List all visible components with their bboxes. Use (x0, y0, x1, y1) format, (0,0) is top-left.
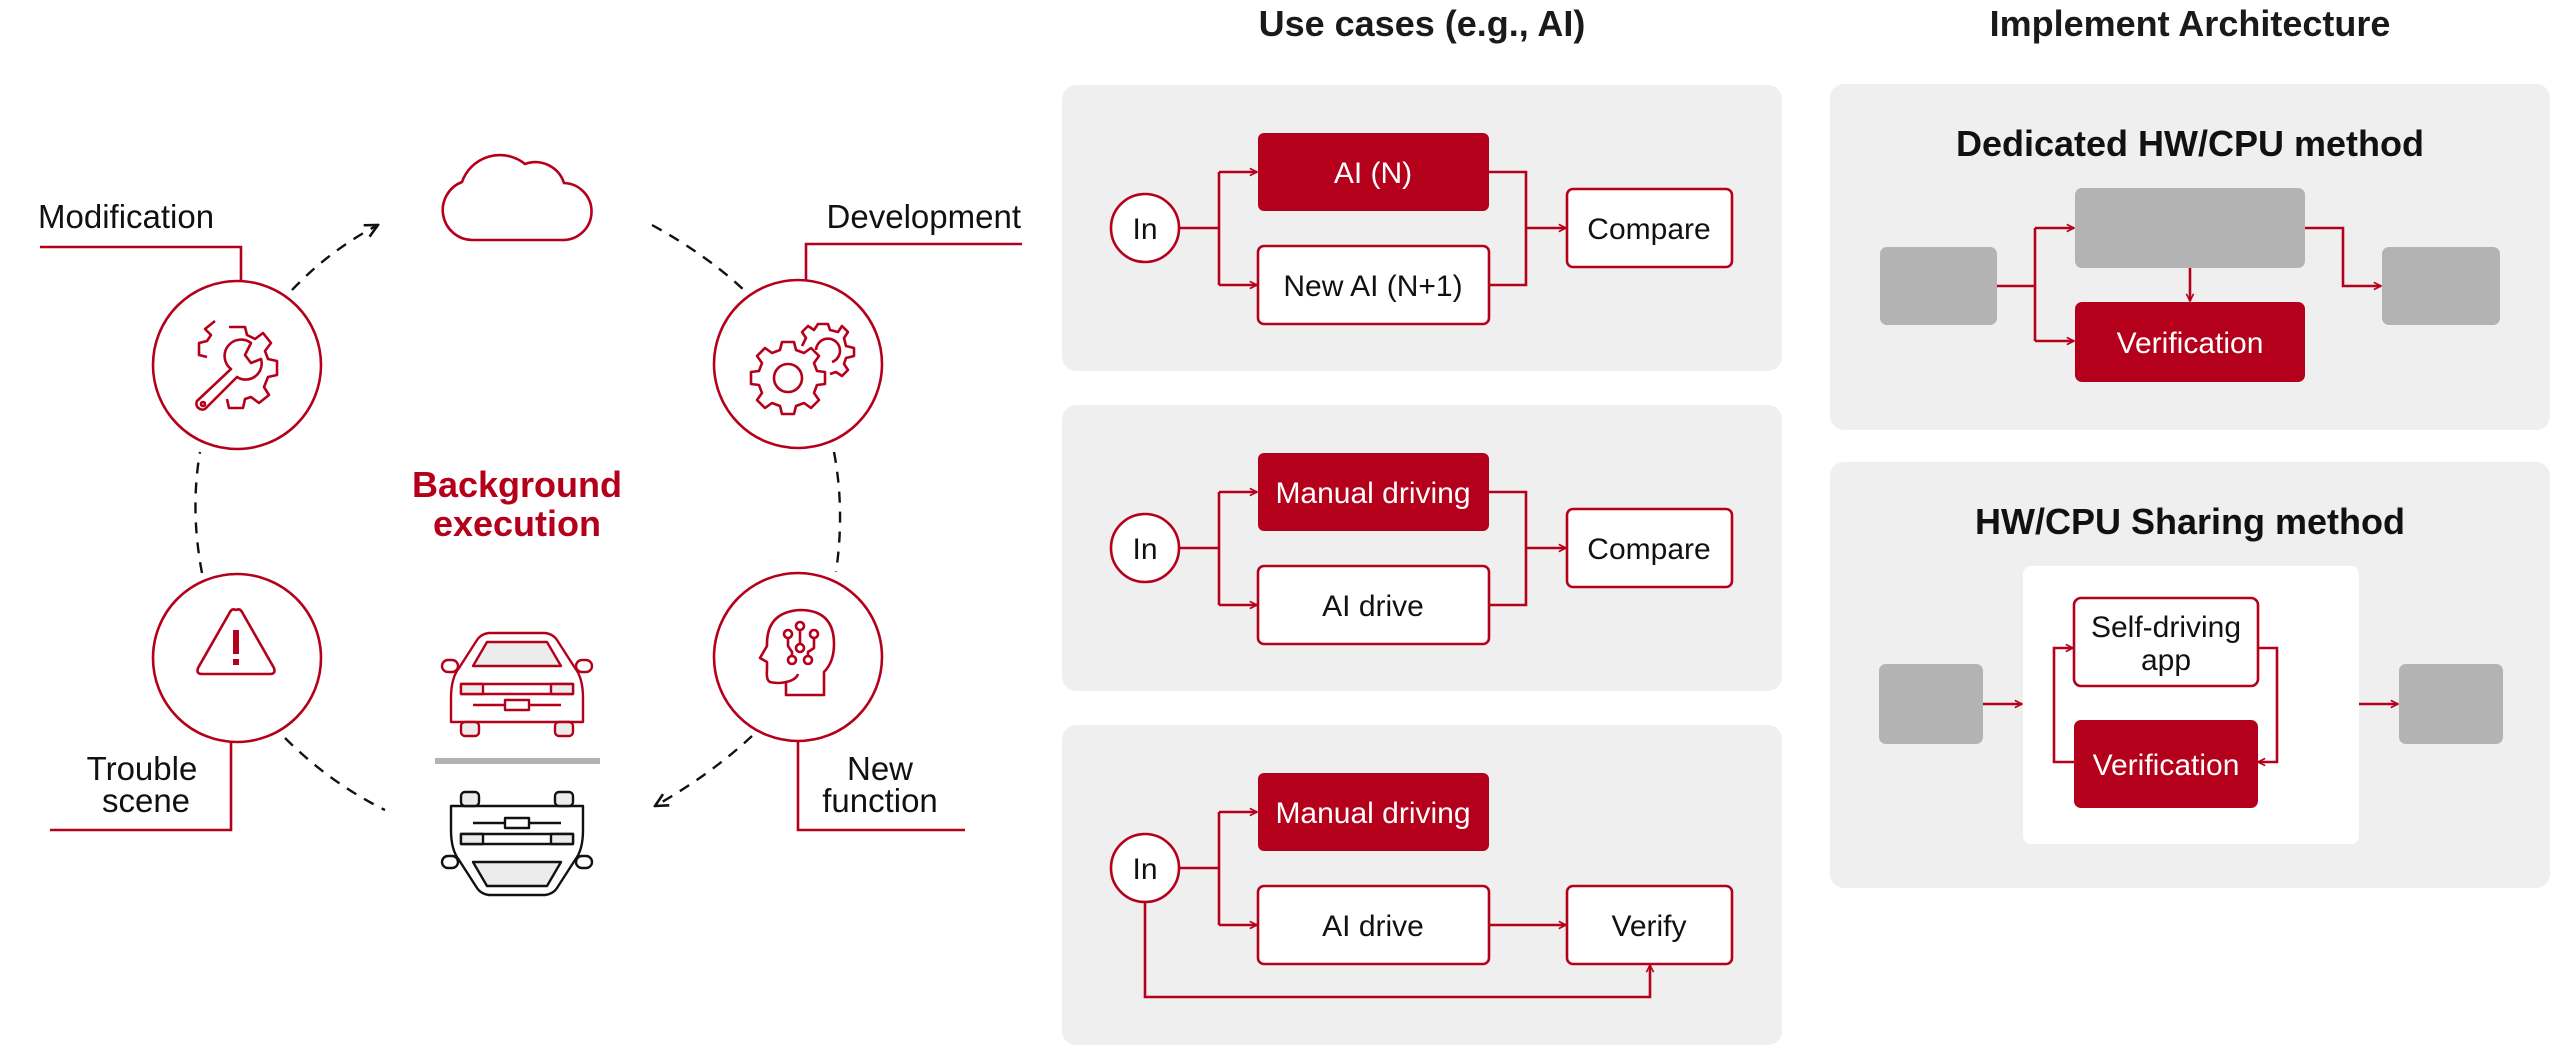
input-placeholder-box (1880, 247, 1997, 325)
input-label: In (1132, 533, 1157, 566)
input-node[interactable]: In (1109, 192, 1181, 264)
leader-line (40, 245, 243, 281)
node-label-line2: function (822, 782, 938, 819)
dashed-line-trouble-to-modification (194, 451, 204, 574)
node-label: Development (827, 198, 1021, 235)
input-placeholder-box (1879, 664, 1983, 744)
bottom-box[interactable]: AI drive (1256, 884, 1491, 966)
top-box-label: AI (N) (1334, 157, 1412, 190)
arch-panel-sharing: HW/CPU Sharing method Self-driving app V… (1830, 462, 2550, 888)
dashed-line-car-to-trouble (284, 737, 386, 812)
ai-head-icon (758, 608, 836, 697)
top-box-label: Manual driving (1275, 797, 1470, 830)
bottom-box-label: AI drive (1322, 910, 1424, 943)
main-hw-placeholder-box (2075, 188, 2305, 268)
app-label-line2: app (2141, 644, 2191, 677)
self-driving-app-box[interactable]: Self-driving app (2072, 596, 2260, 688)
bottom-box-label: AI drive (1322, 590, 1424, 623)
use-case-panel-1: In AI (N) New AI (N+1) Compare (1062, 85, 1782, 371)
panel-title: HW/CPU Sharing method (1975, 501, 2405, 542)
result-box-label: Compare (1587, 213, 1710, 246)
node-modification[interactable]: Modification (38, 198, 323, 451)
result-box[interactable]: Compare (1565, 507, 1734, 589)
car-front-icon (440, 631, 594, 738)
node-circle (151, 279, 323, 451)
node-label-line2: scene (102, 782, 190, 819)
leader-line (50, 742, 233, 832)
result-box[interactable]: Verify (1565, 884, 1734, 966)
connectors (1143, 812, 1650, 999)
wrench-gear-icon (195, 319, 279, 411)
panel-bg (1062, 405, 1782, 691)
dashed-line-cloud-to-development (651, 223, 751, 297)
road-divider (435, 758, 600, 764)
panel-title: Dedicated HW/CPU method (1956, 123, 2424, 164)
use-case-panel-3: In Manual driving AI drive Verify (1062, 725, 1782, 1045)
app-label-line1: Self-driving (2091, 611, 2241, 644)
node-circle (712, 278, 884, 450)
connectors (1179, 172, 1566, 285)
warning-icon (196, 608, 276, 676)
architecture-title: Implement Architecture (1990, 3, 2391, 44)
top-box-label: Manual driving (1275, 477, 1470, 510)
node-development[interactable]: Development (712, 198, 1022, 450)
connectors (1179, 492, 1566, 605)
use-cases-title: Use cases (e.g., AI) (1259, 3, 1586, 44)
node-label: Modification (38, 198, 214, 235)
connectors (1996, 228, 2381, 341)
panel-bg (1062, 85, 1782, 371)
node-new-function[interactable]: New function (712, 571, 965, 832)
bottom-box[interactable]: AI drive (1256, 564, 1491, 646)
connectors (1983, 648, 2398, 762)
output-placeholder-box (2382, 247, 2500, 325)
node-trouble-scene[interactable]: Trouble scene (50, 572, 323, 832)
top-box[interactable]: AI (N) (1258, 133, 1489, 211)
output-placeholder-box (2399, 664, 2503, 744)
node-label-line1: New (847, 750, 913, 787)
input-label: In (1132, 213, 1157, 246)
use-case-panel-2: In Manual driving AI drive Compare (1062, 405, 1782, 691)
center-label-line1: Background (412, 464, 622, 505)
arch-panel-dedicated: Dedicated HW/CPU method Verification (1830, 84, 2550, 430)
bottom-box[interactable]: New AI (N+1) (1256, 244, 1491, 326)
node-circle (151, 572, 323, 744)
leader-line (804, 242, 1022, 281)
top-box[interactable]: Manual driving (1258, 773, 1489, 851)
car-rear-icon (440, 790, 594, 897)
cloud-icon (441, 153, 593, 242)
dashed-arrow-modification-to-cloud (291, 225, 378, 291)
node-circle (712, 571, 884, 743)
result-box[interactable]: Compare (1565, 187, 1734, 269)
top-box[interactable]: Manual driving (1258, 453, 1489, 531)
input-node[interactable]: In (1109, 832, 1181, 904)
gears-icon (749, 322, 856, 416)
leader-line (796, 741, 965, 832)
input-node[interactable]: In (1109, 512, 1181, 584)
node-label-line1: Trouble (87, 750, 198, 787)
dashed-arrow-newfunction-to-car (655, 735, 753, 806)
verification-box[interactable]: Verification (2074, 720, 2258, 808)
result-box-label: Verify (1611, 910, 1686, 943)
result-box-label: Compare (1587, 533, 1710, 566)
verification-label: Verification (2093, 749, 2240, 782)
verification-box[interactable]: Verification (2075, 302, 2305, 382)
dashed-line-development-to-newfunction (832, 451, 842, 573)
bottom-box-label: New AI (N+1) (1283, 270, 1462, 303)
cycle-diagram: Modification Development (38, 153, 1022, 897)
verification-label: Verification (2117, 327, 2264, 360)
center-label-line2: execution (433, 503, 601, 544)
input-label: In (1132, 853, 1157, 886)
